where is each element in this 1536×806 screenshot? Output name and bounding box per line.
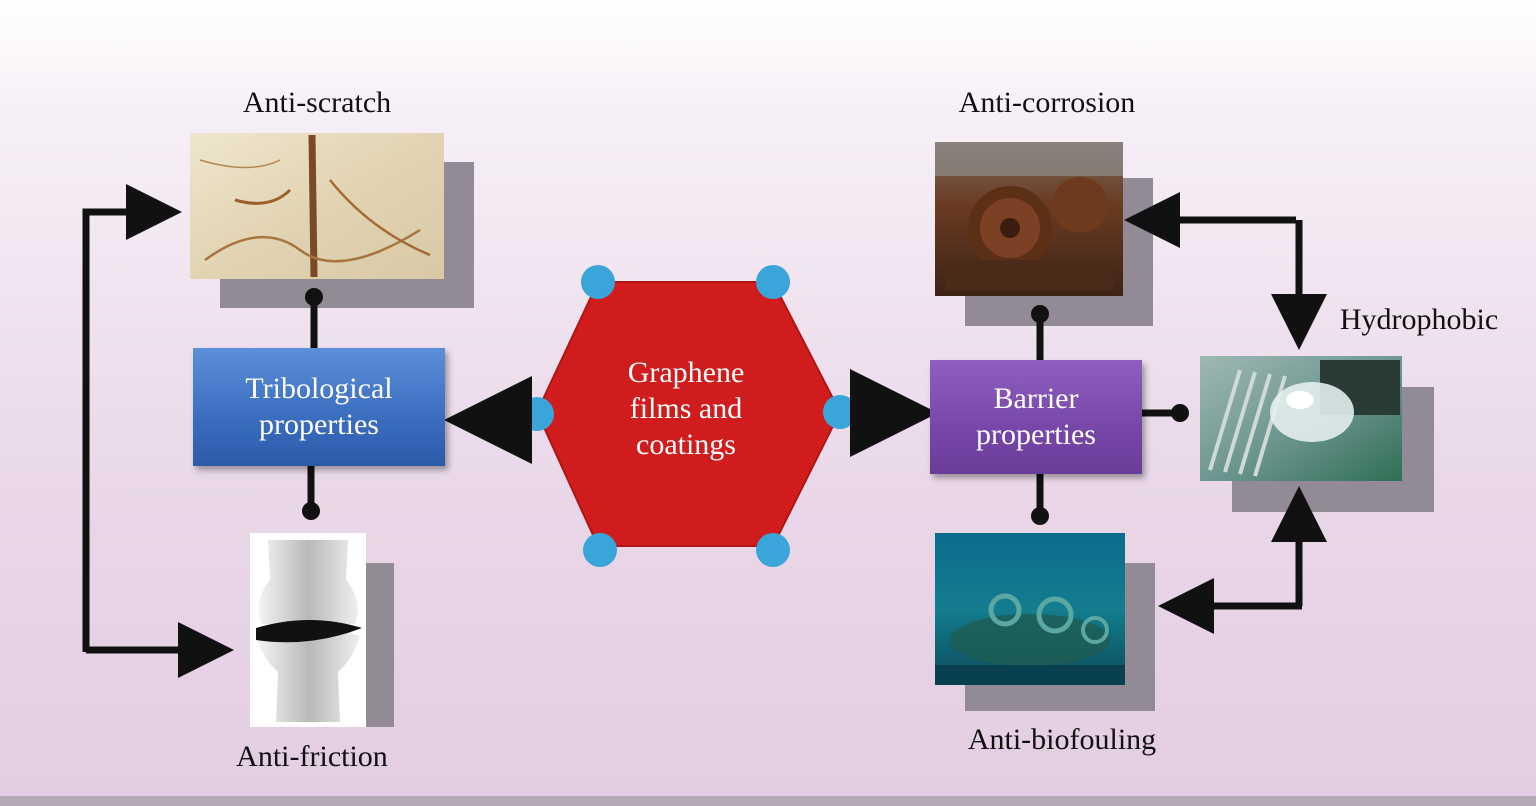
anti-biofouling-image bbox=[935, 533, 1125, 685]
hex-node bbox=[583, 533, 617, 567]
loop-arrow-to-anti-scratch bbox=[82, 184, 182, 652]
tribological-label-line: Tribological bbox=[245, 372, 393, 405]
hex-node bbox=[581, 265, 615, 299]
anti-biofouling-label: Anti-biofouling bbox=[967, 723, 1157, 756]
connector-dot bbox=[305, 288, 323, 306]
connector-dot bbox=[302, 502, 320, 520]
hex-node bbox=[823, 395, 857, 429]
graphene-label: Graphene films and coatings bbox=[566, 355, 806, 463]
bottom-border bbox=[0, 796, 1536, 806]
graphene-label-line: Graphene bbox=[627, 356, 745, 389]
hydrophobic-label: Hydrophobic bbox=[1339, 303, 1499, 336]
hex-node bbox=[520, 397, 554, 431]
hydrophobic-image bbox=[1200, 356, 1402, 481]
connector-dot bbox=[1031, 507, 1049, 525]
connector-dot bbox=[1171, 404, 1189, 422]
hex-node bbox=[756, 265, 790, 299]
connector-dot bbox=[1031, 305, 1049, 323]
anti-corrosion-image bbox=[935, 142, 1123, 296]
graphene-label-line: films and bbox=[629, 392, 743, 425]
graphene-label-line: coatings bbox=[636, 428, 736, 461]
anti-scratch-image bbox=[190, 133, 444, 279]
barrier-label-line: properties bbox=[976, 418, 1096, 451]
anti-friction-label: Anti-friction bbox=[236, 740, 388, 773]
anti-friction-image bbox=[250, 533, 366, 727]
anti-scratch-label: Anti-scratch bbox=[242, 86, 392, 119]
tribological-label-line: properties bbox=[259, 408, 379, 441]
hex-node bbox=[756, 533, 790, 567]
tribological-properties-box: Tribological properties bbox=[193, 348, 445, 466]
barrier-properties-box: Barrier properties bbox=[930, 360, 1142, 474]
anti-corrosion-label: Anti-corrosion bbox=[958, 86, 1136, 119]
barrier-label-line: Barrier bbox=[993, 382, 1079, 415]
